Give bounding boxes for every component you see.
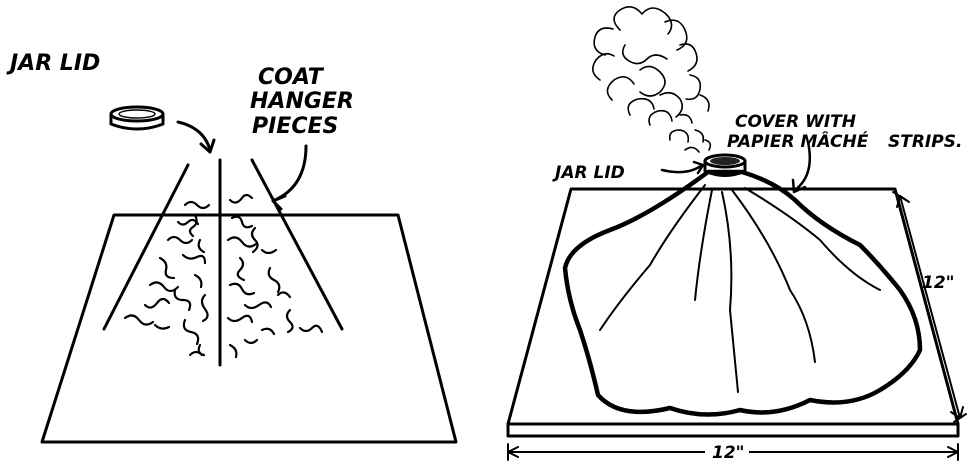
left-label-pieces: PIECES (252, 114, 338, 139)
volcano-ridges (599, 184, 881, 393)
cover-arrow (793, 140, 812, 192)
right-label-papier-mache: PAPIER MÂCHÉ (727, 130, 869, 152)
coat-hanger-pieces (102, 158, 344, 367)
volcano-mound (562, 169, 923, 417)
volcano-smoke (592, 6, 712, 153)
width-label-bg (705, 440, 749, 462)
left-panel: JAR LID COAT HANGER PIECES (6, 51, 458, 444)
left-lid-arrow (176, 120, 212, 152)
right-jar-lid (703, 153, 747, 177)
height-label: 12" (922, 273, 955, 293)
right-label-strips: STRIPS. (888, 132, 962, 152)
right-label-cover-with: COVER WITH (735, 112, 856, 132)
left-label-jar-lid: JAR LID (6, 51, 100, 76)
left-label-coat: COAT (258, 65, 325, 90)
right-label-jar-lid: JAR LID (552, 163, 625, 183)
right-panel: JAR LID COVER WITH PAPIER MÂCHÉ STRIPS. … (506, 6, 967, 463)
width-label: 12" (712, 443, 745, 463)
left-base-board (40, 213, 458, 444)
crumpled-newspaper (123, 193, 324, 359)
right-base-board-edge (506, 422, 960, 438)
left-jar-lid (109, 105, 165, 131)
coat-hanger-arrow (273, 144, 308, 202)
right-base-board (506, 187, 960, 426)
left-label-hanger: HANGER (250, 89, 354, 114)
height-dimension (892, 191, 967, 423)
right-lid-arrow (660, 163, 704, 174)
